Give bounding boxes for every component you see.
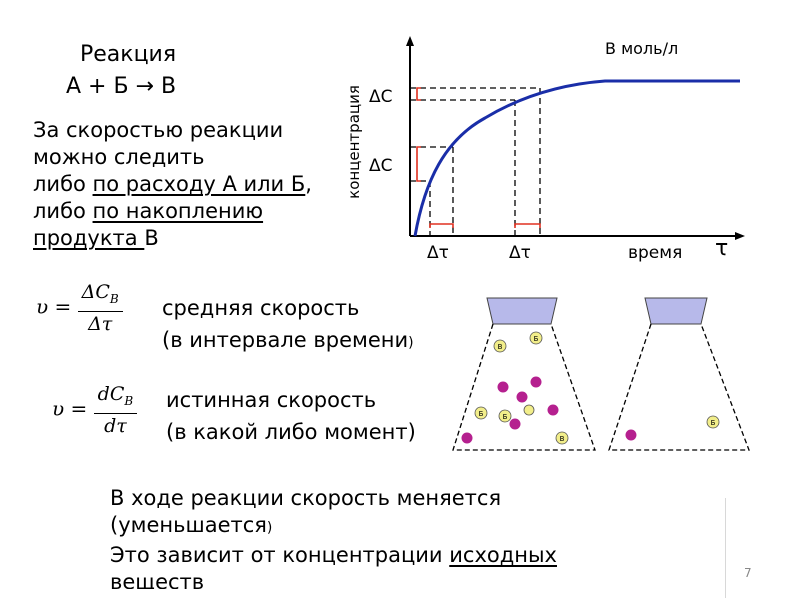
true-rate-label-2: (в какой либо момент)	[166, 419, 416, 446]
unit-label: В моль/л	[605, 39, 678, 58]
flask-late-marker-b-text: Б	[711, 419, 716, 427]
avg-num-sub: B	[109, 291, 119, 306]
true-rate-numerator: dCB	[93, 382, 138, 414]
true-rate-label-2-close: )	[407, 420, 416, 444]
flask-late-marker-b	[706, 415, 720, 429]
true-rate-denominator: dτ	[104, 414, 127, 437]
bracket-delta-tau-1	[429, 223, 454, 228]
avg-rate-label-2: (в интервале времени)	[162, 327, 414, 357]
concentration-time-graph: концентрация В моль/л ΔC ΔC Δτ Δτ время …	[345, 36, 745, 263]
intro-line-4: либо по накоплению	[33, 198, 413, 225]
intro-line-3-post: ,	[305, 172, 312, 196]
intro-line-5: продукта В	[33, 225, 413, 252]
link-consumption[interactable]: по расходу А или Б	[92, 172, 306, 196]
flask-early-body	[452, 323, 596, 451]
reaction-equation: А + Б → В	[66, 72, 176, 102]
reaction-title-text: Реакция	[80, 42, 177, 67]
avg-rate-denominator: Δτ	[88, 312, 113, 335]
avg-rate-v: υ	[36, 294, 49, 319]
intro-line-4-pre: либо	[33, 199, 93, 223]
delta-tau-label-2: Δτ	[509, 243, 531, 263]
concentration-curve	[413, 79, 740, 237]
y-axis-label: концентрация	[345, 85, 363, 199]
true-rate-label-2-text: (в какой либо момент	[166, 420, 408, 444]
avg-num-text: ΔC	[81, 281, 110, 303]
flask-early-marker-b-3-text: Б	[503, 413, 508, 421]
flasks-illustration: В Б Б Б В Б	[452, 297, 750, 451]
bracket-delta-c-bottom	[416, 146, 421, 182]
flask-early-marker-b-2-text: Б	[479, 410, 484, 418]
conclusion-line-2-close: )	[266, 520, 273, 536]
flask-early-marker-b-text: Б	[534, 335, 539, 343]
flask-early-drop-2	[530, 376, 542, 388]
conclusion-line-1: В ходе реакции скорость меняется	[110, 486, 502, 510]
tau-symbol: τ	[715, 236, 728, 261]
flask-early-drop-3	[516, 391, 528, 403]
conclusion-line-3: Это зависит от концентрации исходных	[110, 542, 730, 569]
intro-line-3-pre: либо	[33, 172, 93, 196]
true-rate-v: υ	[52, 396, 65, 421]
true-rate-formula: υ = dCB dτ	[52, 382, 138, 438]
conclusion-line-2-text: (уменьшается	[110, 513, 267, 537]
x-axis-label: время	[628, 243, 682, 263]
intro-line-3: либо по расходу А или Б,	[33, 171, 413, 198]
flask-early-drop-5	[509, 418, 521, 430]
true-rate-fraction: dCB dτ	[93, 382, 138, 438]
avg-rate-label-2-text: (в интервале времени	[162, 328, 409, 352]
y-axis-arrow	[406, 36, 414, 46]
flask-early-drop-6	[461, 432, 473, 444]
link-product[interactable]: продукта	[33, 226, 145, 250]
slide-divider	[725, 498, 726, 598]
conclusion-line-4: веществ	[110, 570, 205, 589]
bracket-delta-c-top	[416, 87, 421, 101]
avg-rate-label-2-close: )	[408, 335, 414, 351]
delta-c-label-top: ΔC	[369, 87, 393, 107]
intro-line-1: За скоростью реакции	[33, 118, 284, 142]
true-num-text: dC	[97, 383, 125, 405]
flask-early-marker-b-3	[498, 409, 512, 423]
conclusion-line-2: (уменьшается)	[110, 512, 730, 542]
intro-line-5-post: В	[144, 226, 159, 250]
flask-late-drop	[625, 429, 637, 441]
flask-early-marker-v	[493, 339, 507, 353]
x-axis-arrow	[735, 232, 745, 240]
flask-early-marker-v-text: В	[498, 343, 503, 351]
avg-rate-eq: =	[54, 294, 72, 319]
intro-line-2: можно следить	[33, 145, 205, 169]
flask-early-drop-4	[547, 404, 559, 416]
avg-rate-numerator: ΔCB	[77, 280, 123, 312]
flask-early-marker-extra	[523, 404, 535, 416]
bracket-delta-tau-2	[514, 223, 541, 228]
true-num-sub: B	[124, 393, 134, 408]
flask-early-marker-v-2-text: В	[560, 435, 565, 443]
intro-paragraph: За скоростью реакции можно следить либо …	[33, 117, 413, 252]
avg-rate-formula: υ = ΔCB Δτ	[36, 280, 123, 336]
conclusion-paragraph: В ходе реакции скорость меняется (уменьш…	[110, 485, 730, 589]
link-initial-substances[interactable]: исходных	[449, 543, 557, 567]
flask-early-drop-1	[497, 381, 509, 393]
flask-early: В Б Б Б В	[452, 297, 596, 451]
true-rate-label-1: истинная скорость	[166, 388, 377, 412]
avg-rate-label-1: средняя скорость	[162, 296, 360, 320]
page-number: 7	[744, 566, 752, 580]
flask-late-body	[608, 323, 750, 451]
flask-early-cap	[486, 297, 558, 325]
flask-early-marker-b	[529, 331, 543, 345]
reaction-title: Реакция	[80, 40, 176, 70]
conclusion-line-3-pre: Это зависит от концентрации	[110, 543, 450, 567]
true-rate-eq: =	[70, 396, 88, 421]
delta-tau-label-1: Δτ	[427, 243, 449, 263]
avg-rate-fraction: ΔCB Δτ	[77, 280, 123, 336]
dashed-guides	[410, 87, 541, 236]
delta-c-label-bottom: ΔC	[369, 156, 393, 176]
link-accumulation[interactable]: по накоплению	[92, 199, 264, 223]
flask-early-marker-b-2	[474, 406, 488, 420]
reaction-equation-text: А + Б → В	[66, 74, 177, 99]
flask-early-marker-v-2	[555, 431, 569, 445]
delta-c-brackets	[416, 87, 541, 228]
flask-late-cap	[644, 297, 708, 325]
flask-late: Б	[608, 297, 750, 451]
